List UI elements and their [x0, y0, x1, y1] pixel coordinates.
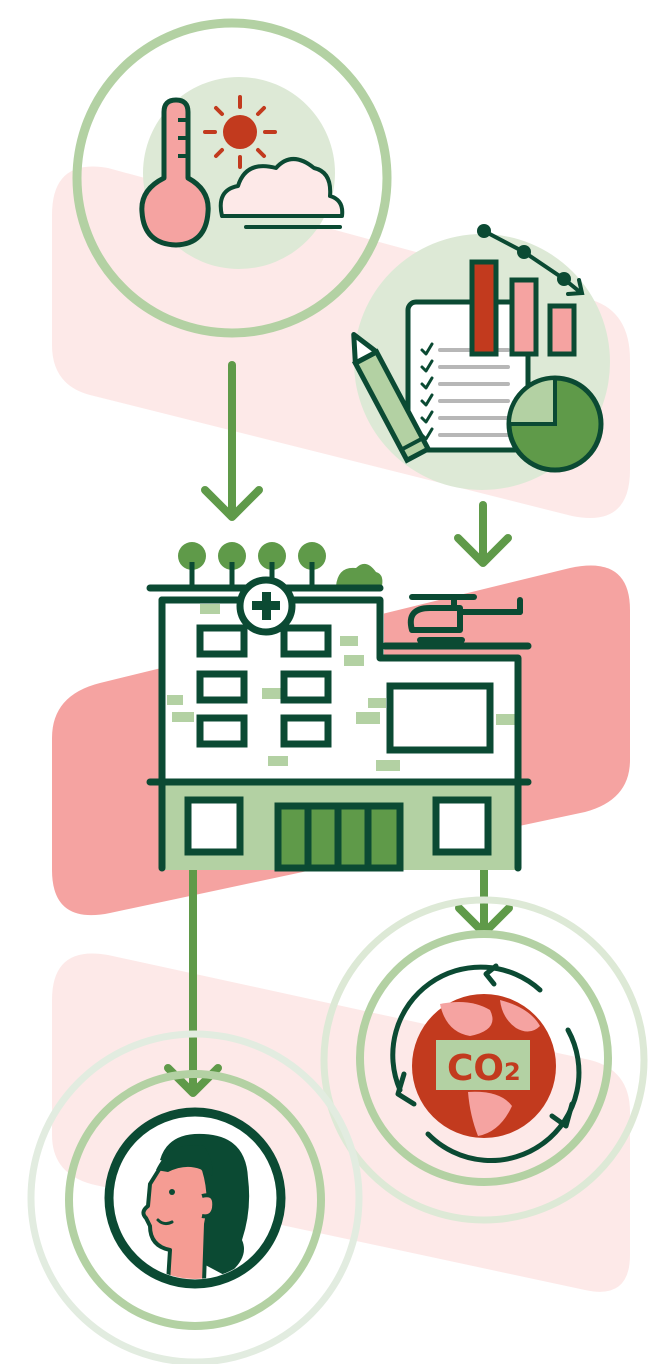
hospital-building-icon: [150, 542, 528, 870]
pie-chart-icon: [509, 378, 601, 470]
window-icon: [188, 800, 240, 852]
window-icon: [436, 800, 488, 852]
sun-icon: [205, 97, 275, 167]
medical-cross-icon: [240, 580, 292, 632]
bar-chart-bar: [512, 280, 536, 354]
arrow-report-to-building: [458, 505, 508, 563]
bar-chart-bar: [472, 262, 496, 354]
bar-chart-bar: [550, 306, 574, 354]
door-icon: [278, 806, 400, 868]
